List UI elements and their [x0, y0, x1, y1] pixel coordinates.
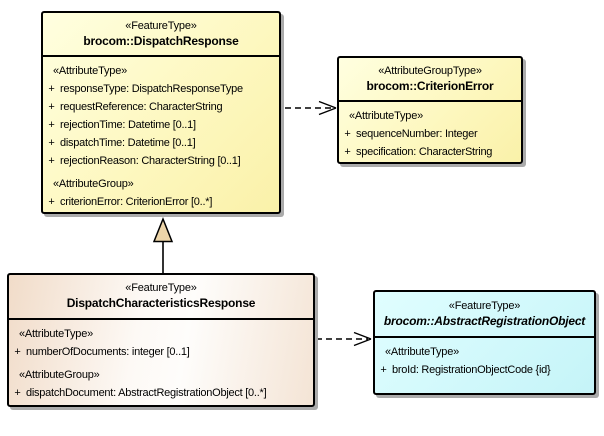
class-name: brocom::DispatchResponse — [83, 33, 239, 48]
section-header: «AttributeGroup» — [53, 178, 134, 190]
visibility-marker: + — [48, 137, 55, 149]
visibility-marker: + — [48, 101, 55, 113]
attribute-row[interactable]: + sequenceNumber: Integer — [339, 125, 521, 143]
attribute-row[interactable]: + broId: RegistrationObjectCode {id} — [375, 361, 594, 379]
attribute-text: criterionError: CriterionError [0..*] — [60, 196, 213, 208]
class-stereotype: «FeatureType» — [125, 282, 197, 294]
section-header: «AttributeType» — [349, 110, 424, 122]
attribute-row[interactable]: + dispatchDocument: AbstractRegistration… — [9, 384, 313, 402]
class-name: brocom::AbstractRegistrationObject — [383, 313, 586, 328]
visibility-marker: + — [48, 155, 55, 167]
attribute-text: dispatchTime: Datetime [0..1] — [60, 137, 196, 149]
attribute-text: requestReference: CharacterString — [60, 101, 223, 113]
class-title-compartment: «AttributeGroupType» brocom::CriterionEr… — [339, 58, 521, 102]
attribute-text: rejectionTime: Datetime [0..1] — [60, 119, 196, 131]
dependency-connector-criterion-error[interactable] — [285, 100, 337, 116]
attribute-row[interactable]: + numberOfDocuments: integer [0..1] — [9, 343, 313, 361]
class-name: DispatchCharacteristicsResponse — [66, 296, 256, 310]
attribute-text: broId: RegistrationObjectCode {id} — [392, 364, 551, 376]
attribute-text: specification: CharacterString — [356, 146, 493, 158]
visibility-marker: + — [344, 146, 351, 158]
visibility-marker: + — [48, 83, 55, 95]
uml-class-dispatch-characteristics-response[interactable]: «FeatureType» DispatchCharacteristicsRes… — [7, 273, 315, 407]
class-attributes-compartment: «AttributeType» + sequenceNumber: Intege… — [339, 102, 521, 161]
attribute-row[interactable]: + rejectionTime: Datetime [0..1] — [43, 116, 279, 134]
attribute-text: sequenceNumber: Integer — [356, 128, 478, 140]
attribute-row[interactable]: + rejectionReason: CharacterString [0..1… — [43, 152, 279, 170]
class-title-compartment: «FeatureType» brocom::AbstractRegistrati… — [375, 292, 594, 338]
section-header: «AttributeType» — [385, 346, 460, 358]
class-stereotype: «FeatureType» — [125, 19, 197, 32]
class-attributes-compartment: «AttributeType» + responseType: Dispatch… — [43, 57, 279, 211]
attribute-text: rejectionReason: CharacterString [0..1] — [60, 155, 241, 167]
hollow-triangle-arrowhead — [152, 216, 174, 243]
visibility-marker: + — [380, 364, 387, 376]
attribute-row[interactable]: + dispatchTime: Datetime [0..1] — [43, 134, 279, 152]
class-title-compartment: «FeatureType» brocom::DispatchResponse — [43, 13, 279, 57]
uml-class-abstract-registration-object[interactable]: «FeatureType» brocom::AbstractRegistrati… — [373, 290, 596, 395]
visibility-marker: + — [14, 346, 21, 358]
section-header: «AttributeGroup» — [19, 369, 100, 381]
section-header: «AttributeType» — [19, 328, 94, 340]
attribute-text: numberOfDocuments: integer [0..1] — [26, 346, 190, 358]
dependency-connector-abstract-registration-object[interactable] — [316, 331, 372, 347]
attribute-row[interactable]: + criterionError: CriterionError [0..*] — [43, 193, 279, 211]
class-stereotype: «FeatureType» — [448, 299, 521, 312]
visibility-marker: + — [344, 128, 351, 140]
class-name: brocom::CriterionError — [366, 78, 494, 93]
uml-class-dispatch-response[interactable]: «FeatureType» brocom::DispatchResponse «… — [41, 11, 281, 214]
attribute-row[interactable]: + specification: CharacterString — [339, 143, 521, 161]
class-attributes-compartment: «AttributeType» + numberOfDocuments: int… — [9, 320, 313, 402]
visibility-marker: + — [14, 387, 21, 399]
uml-class-criterion-error[interactable]: «AttributeGroupType» brocom::CriterionEr… — [337, 56, 523, 164]
class-attributes-compartment: «AttributeType» + broId: RegistrationObj… — [375, 338, 594, 379]
attribute-text: dispatchDocument: AbstractRegistrationOb… — [26, 387, 267, 399]
attribute-text: responseType: DispatchResponseType — [60, 83, 243, 95]
generalization-connector[interactable] — [152, 216, 174, 273]
section-header: «AttributeType» — [53, 65, 128, 77]
attribute-row[interactable]: + responseType: DispatchResponseType — [43, 80, 279, 98]
class-title-compartment: «FeatureType» DispatchCharacteristicsRes… — [9, 275, 313, 320]
visibility-marker: + — [48, 196, 55, 208]
class-stereotype: «AttributeGroupType» — [378, 64, 482, 77]
attribute-row[interactable]: + requestReference: CharacterString — [43, 98, 279, 116]
visibility-marker: + — [48, 119, 55, 131]
